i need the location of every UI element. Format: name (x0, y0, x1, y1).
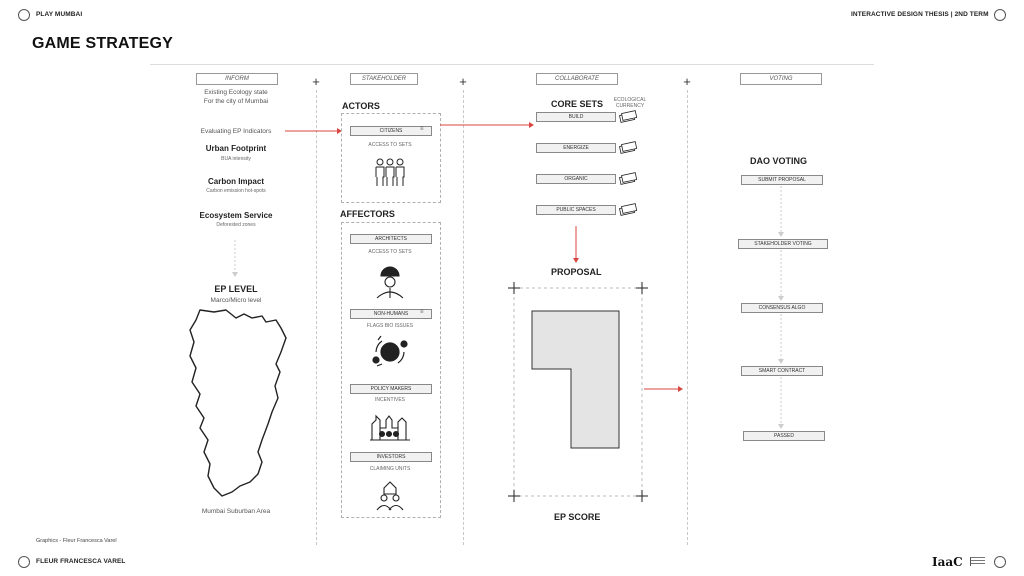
vote-step-submit-proposal: SUBMIT PROPOSAL (741, 175, 823, 185)
footer-left-circle-icon (18, 556, 30, 568)
page-title: GAME STRATEGY (32, 35, 173, 52)
core-set-organic: ORGANIC (536, 174, 616, 184)
role-non-humans: NON-HUMANS (350, 309, 432, 319)
city-skyline-icon (370, 414, 410, 441)
vote-step-stakeholder-voting: STAKEHOLDER VOTING (738, 239, 828, 249)
citizens-icon (375, 158, 405, 186)
currency-label-line2: CURRENCY (615, 103, 645, 109)
core-set-build: BUILD (536, 112, 616, 122)
voting-flow-arrows (778, 186, 784, 429)
header-left-title: PLAY MUMBAI (36, 11, 83, 18)
vote-step-passed: PASSED (743, 431, 825, 441)
indicator-title: Ecosystem Service (199, 211, 273, 220)
affectors-group (341, 222, 441, 518)
divider-collaborate-voting (687, 90, 688, 545)
role-citizens: CITIZENS (350, 126, 432, 136)
column-heading-inform: INFORM (196, 73, 278, 85)
affector-sub: CLAIMING UNITS (369, 466, 411, 472)
core-sets-title: CORE SETS (551, 99, 604, 109)
currency-label-line1: ECOLOGICAL (613, 97, 647, 103)
affector-sub: ACCESS TO SETS (368, 249, 412, 255)
vote-step-smart-contract: SMART CONTRACT (741, 366, 823, 376)
title-divider (150, 64, 874, 65)
header-right-circle-icon (994, 9, 1006, 21)
plus-marker: + (683, 74, 691, 89)
logo-lines-icon (970, 557, 986, 566)
arrow-evaluating-to-citizens (285, 128, 342, 134)
inform-intro-line2: For the city of Mumbai (203, 98, 269, 105)
role-policy-makers: POLICY MAKERS (350, 384, 432, 394)
iaac-logo-text: IaaC (932, 555, 963, 569)
core-set-energize: ENERGIZE (536, 143, 616, 153)
map-caption: Mumbai Suburban Area (201, 508, 271, 515)
affector-sub: FLAGS BIO ISSUES (366, 323, 414, 329)
vote-step-consensus-algo: CONSENSUS ALGO (741, 303, 823, 313)
role-investors: INVESTORS (350, 452, 432, 462)
footer-right-circle-icon (994, 556, 1006, 568)
affector-sub: INCENTIVES (374, 397, 405, 403)
arrow-citizens-to-core-sets (440, 122, 534, 128)
footer-author: FLEUR FRANCESCA VAREL (36, 558, 126, 565)
investor-icon (376, 481, 404, 511)
indicator-sub: Deforested zones (216, 222, 256, 228)
indicator-title: Urban Footprint (205, 144, 267, 153)
core-set-public-spaces: PUBLIC SPACES (536, 205, 616, 215)
mumbai-map-outline (189, 309, 287, 497)
actors-title: ACTORS (342, 101, 380, 111)
header-right-title: INTERACTIVE DESIGN THESIS | 2ND TERM (851, 11, 989, 18)
currency-icon (619, 110, 638, 216)
evaluating-label: Evaluating EP Indicators (200, 128, 272, 135)
divider-stakeholder-collaborate (463, 90, 464, 545)
arrow-sets-to-proposal (573, 226, 579, 263)
citizens-sub: ACCESS TO SETS (368, 142, 412, 148)
stack-icon: ≡ (420, 309, 424, 315)
ep-level-sub: Marco/Micro level (210, 297, 262, 304)
plus-marker: + (459, 74, 467, 89)
stack-icon: ≡ (420, 126, 424, 132)
inform-intro-line1: Existing Ecology state (204, 89, 268, 96)
actors-group (341, 113, 441, 203)
affectors-title: AFFECTORS (340, 209, 395, 219)
ep-score-label: EP SCORE (554, 512, 601, 522)
indicator-title: Carbon Impact (207, 177, 264, 186)
column-heading-collaborate: COLLABORATE (536, 73, 618, 85)
ecology-cycle-icon (372, 335, 408, 367)
column-heading-voting: VOTING (740, 73, 822, 85)
proposal-title: PROPOSAL (551, 267, 602, 277)
arrow-inform-down (232, 240, 238, 277)
arrow-proposal-to-voting (644, 386, 683, 392)
divider-inform-stakeholder (316, 90, 317, 545)
role-architects: ARCHITECTS (350, 234, 432, 244)
architect-icon (376, 266, 404, 299)
header-left-circle-icon (18, 9, 30, 21)
graphics-credit: Graphics - Fleur Francesca Varel (36, 538, 117, 544)
indicator-sub: BUA intensity (221, 156, 251, 162)
indicator-sub: Carbon emission hot-spots (206, 188, 266, 194)
dao-voting-title: DAO VOTING (750, 156, 808, 166)
proposal-frame (508, 282, 648, 502)
ep-level-title: EP LEVEL (214, 284, 258, 294)
plus-marker: + (312, 74, 320, 89)
column-heading-stakeholder: STAKEHOLDER (350, 73, 418, 85)
iaac-logo: IaaC (932, 553, 986, 571)
